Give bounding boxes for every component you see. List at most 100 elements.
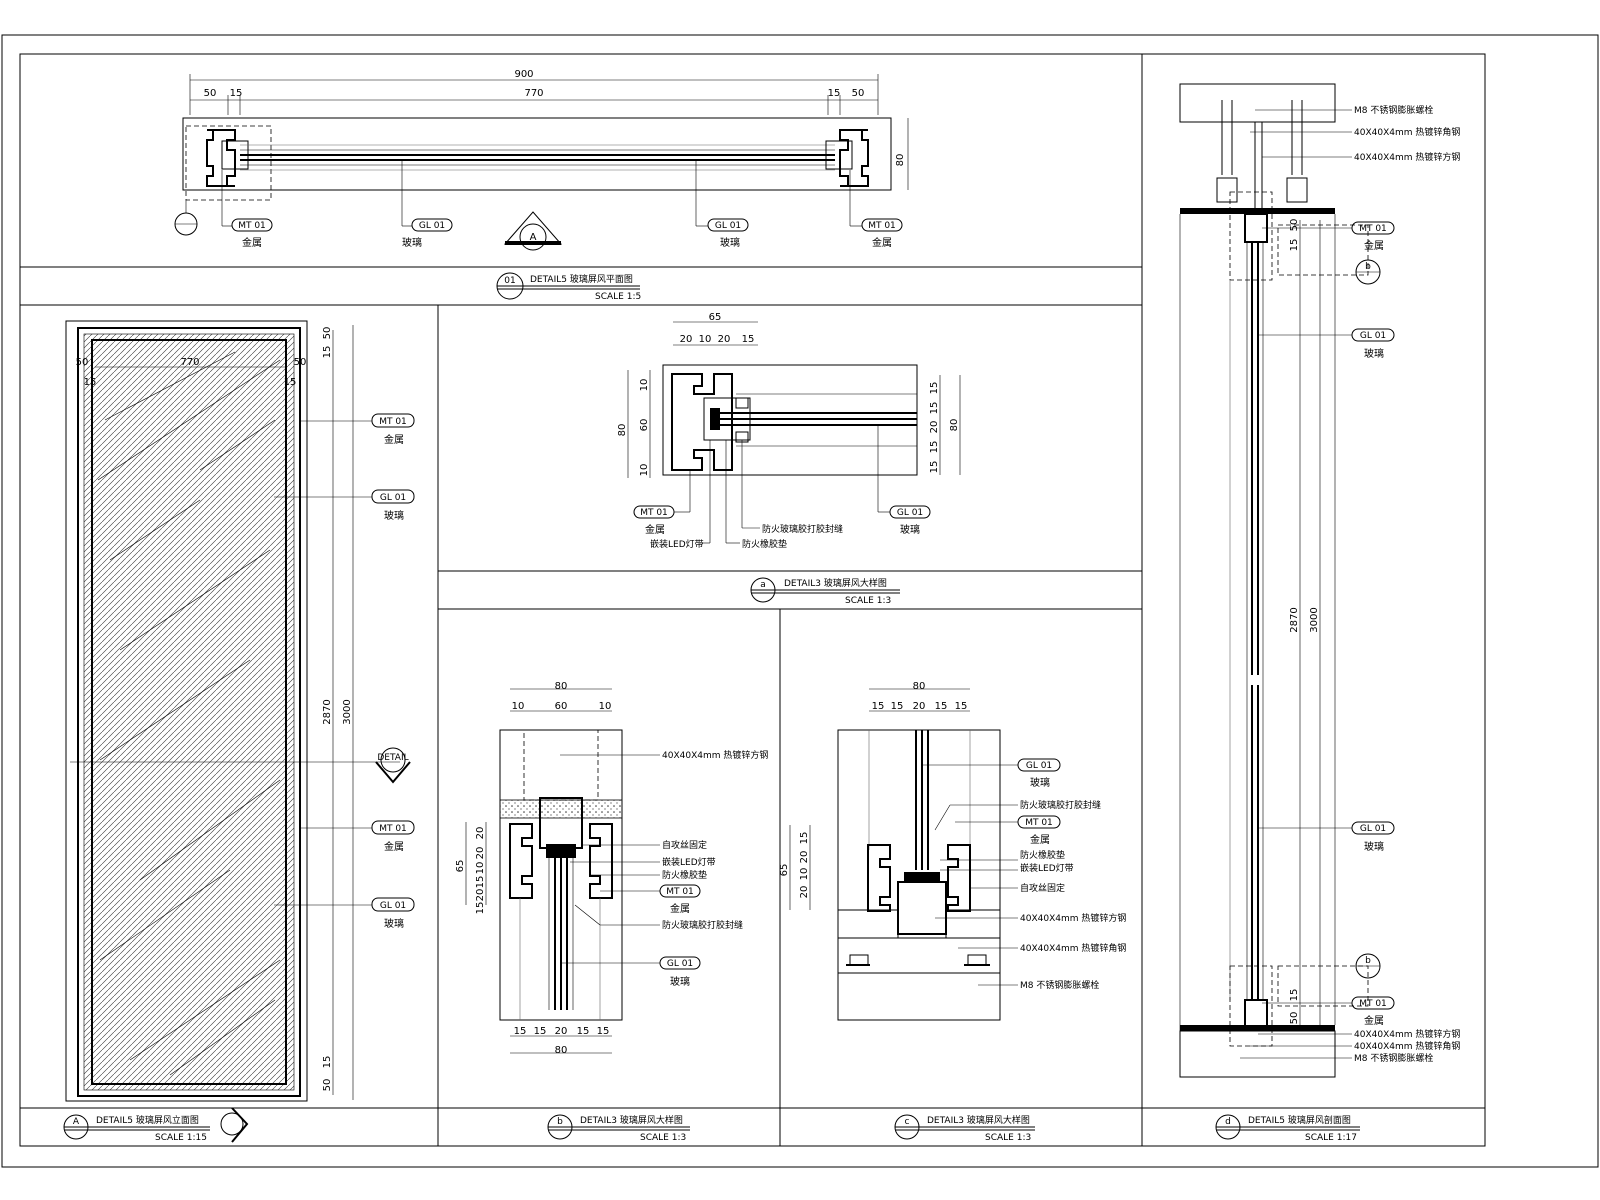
- svg-text:金属: 金属: [1030, 833, 1050, 846]
- section-view: 2870 3000 50 15 15 50 b b M8 不锈钢膨: [1179, 83, 1460, 1078]
- title-block-section: d DETAIL5 玻璃屏风剖面图 SCALE 1:17: [1215, 1114, 1360, 1143]
- title-block-detail-c: c DETAIL3 玻璃屏风大样图 SCALE 1:3: [894, 1114, 1035, 1143]
- det-b-note-sealant: 防火玻璃胶打胶封缝: [662, 919, 743, 931]
- det-c-tag-glass: GL 01 玻璃: [1017, 758, 1061, 789]
- svg-text:50: 50: [1289, 1012, 1300, 1025]
- svg-text:GL 01: GL 01: [380, 901, 406, 911]
- svg-text:GL 01: GL 01: [419, 221, 445, 231]
- svg-text:A: A: [73, 1117, 80, 1127]
- svg-text:15: 15: [872, 701, 885, 712]
- det-c-note-sealant: 防火玻璃胶打胶封缝: [1020, 799, 1101, 811]
- svg-text:GL 01: GL 01: [667, 959, 693, 969]
- sect-note-bolt-bottom: M8 不锈钢膨胀螺栓: [1354, 1052, 1433, 1064]
- det-b-note-screw: 自攻丝固定: [662, 839, 707, 851]
- svg-text:20: 20: [475, 847, 486, 860]
- svg-text:b: b: [1365, 956, 1371, 966]
- svg-text:MT 01: MT 01: [238, 221, 266, 231]
- svg-text:GL 01: GL 01: [1360, 824, 1386, 834]
- svg-text:金属: 金属: [384, 433, 404, 446]
- det-c-note-led: 嵌装LED灯带: [1020, 862, 1074, 874]
- svg-text:玻璃: 玻璃: [900, 523, 920, 536]
- detail-b-view: 80 10 60 10 65 20 20 10 15 20 15 15 15 2…: [455, 681, 768, 1056]
- plan-tag-metal-left: MT 01 金属: [231, 218, 273, 249]
- svg-text:01: 01: [504, 276, 515, 286]
- plan-view: 900 50 15 770 15 50 80: [174, 69, 909, 251]
- svg-text:80: 80: [913, 681, 926, 692]
- svg-text:15: 15: [929, 441, 940, 454]
- svg-text:MT 01: MT 01: [1025, 818, 1053, 828]
- plan-dim-80: 80: [895, 154, 906, 167]
- plan-dim-15a: 15: [230, 88, 243, 99]
- svg-text:20: 20: [929, 421, 940, 434]
- elev-section-callout: DETAIL: [375, 747, 411, 784]
- det-b-note-pad: 防火橡胶垫: [662, 869, 707, 881]
- svg-text:金属: 金属: [1364, 239, 1384, 252]
- sect-tag-glass-bottom: GL 01 玻璃: [1351, 821, 1395, 853]
- det-c-note-screw: 自攻丝固定: [1020, 882, 1065, 894]
- svg-text:15: 15: [1289, 989, 1300, 1002]
- svg-text:金属: 金属: [384, 840, 404, 853]
- scale-plan-text: SCALE 1:5: [595, 292, 641, 302]
- svg-text:10: 10: [475, 862, 486, 875]
- svg-text:MT 01: MT 01: [379, 824, 407, 834]
- svg-text:玻璃: 玻璃: [670, 975, 690, 988]
- svg-text:a: a: [760, 580, 766, 590]
- plan-dim-15b: 15: [828, 88, 841, 99]
- svg-text:c: c: [905, 1117, 910, 1127]
- svg-text:20: 20: [913, 701, 926, 712]
- svg-text:15: 15: [929, 461, 940, 474]
- scale-det-a-text: SCALE 1:3: [845, 596, 891, 606]
- title-block-elevation: A DETAIL5 玻璃屏风立面图 SCALE 1:15: [63, 1107, 249, 1143]
- svg-text:玻璃: 玻璃: [1364, 347, 1384, 360]
- elev-dim-r15: 15: [284, 377, 297, 388]
- svg-text:20: 20: [555, 1026, 568, 1037]
- svg-text:MT 01: MT 01: [868, 221, 896, 231]
- svg-text:20: 20: [680, 334, 693, 345]
- scale-det-b-text: SCALE 1:3: [640, 1133, 686, 1143]
- svg-text:60: 60: [639, 419, 650, 432]
- sect-note-angle-top: 40X40X4mm 热镀锌角钢: [1354, 126, 1460, 138]
- title-elev-text: DETAIL5 玻璃屏风立面图: [96, 1114, 199, 1126]
- svg-text:50: 50: [1289, 219, 1300, 232]
- scale-elev-text: SCALE 1:15: [155, 1133, 207, 1143]
- plan-dim-900: 900: [514, 69, 533, 80]
- det-a-tag-metal: MT 01 金属: [633, 505, 675, 536]
- title-det-a-text: DETAIL3 玻璃屏风大样图: [784, 577, 887, 589]
- plan-label-glass-left: 玻璃: [402, 236, 422, 249]
- plan-dim-770: 770: [524, 88, 543, 99]
- svg-text:DETAIL: DETAIL: [377, 753, 408, 763]
- svg-text:玻璃: 玻璃: [384, 509, 404, 522]
- svg-text:20: 20: [475, 889, 486, 902]
- elev-dim-t50: 50: [322, 327, 333, 340]
- plan-label-metal-right: 金属: [872, 236, 892, 249]
- svg-text:20: 20: [475, 827, 486, 840]
- sect-note-bolt-top: M8 不锈钢膨胀螺栓: [1354, 104, 1433, 116]
- elev-dim-t15: 15: [322, 346, 333, 359]
- svg-text:MT 01: MT 01: [666, 887, 694, 897]
- elev-tag-glass-top: GL 01 玻璃: [371, 489, 415, 522]
- svg-text:金属: 金属: [645, 523, 665, 536]
- svg-text:15: 15: [1289, 239, 1300, 252]
- elev-dim-l15: 15: [84, 377, 97, 388]
- svg-text:金属: 金属: [670, 902, 690, 915]
- svg-text:GL 01: GL 01: [715, 221, 741, 231]
- svg-text:15: 15: [514, 1026, 527, 1037]
- title-plan-text: DETAIL5 玻璃屏风平面图: [530, 273, 633, 285]
- scale-det-c-text: SCALE 1:3: [985, 1133, 1031, 1143]
- svg-text:15: 15: [597, 1026, 610, 1037]
- svg-text:GL 01: GL 01: [1026, 761, 1052, 771]
- sect-dim-2870: 2870: [1289, 607, 1300, 632]
- det-c-note-steel-angle: 40X40X4mm 热镀锌角钢: [1020, 942, 1126, 954]
- plan-tag-glass-right: GL 01 玻璃: [707, 218, 749, 249]
- sect-note-angle-bottom: 40X40X4mm 热镀锌角钢: [1354, 1040, 1460, 1052]
- svg-text:MT 01: MT 01: [1359, 224, 1387, 234]
- svg-text:GL 01: GL 01: [1360, 331, 1386, 341]
- svg-text:10: 10: [639, 379, 650, 392]
- title-block-plan: 01 DETAIL5 玻璃屏风平面图 SCALE 1:5: [496, 272, 641, 302]
- svg-text:10: 10: [599, 701, 612, 712]
- elev-dim-l50: 50: [76, 357, 89, 368]
- det-a-note-pad: 防火橡胶垫: [742, 538, 787, 550]
- svg-text:20: 20: [799, 886, 810, 899]
- svg-text:玻璃: 玻璃: [1364, 840, 1384, 853]
